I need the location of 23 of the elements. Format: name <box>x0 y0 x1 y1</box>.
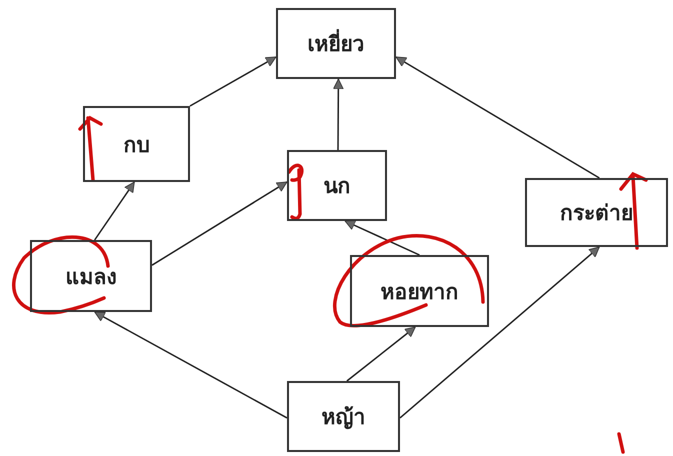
arrow <box>94 311 288 419</box>
arrow <box>332 78 344 150</box>
node-label: แมลง <box>66 264 116 290</box>
node-box <box>276 8 396 79</box>
node-label: กระต่าย <box>560 200 633 227</box>
node-label: กบ <box>124 132 150 158</box>
arrow <box>400 246 600 418</box>
arrow <box>190 56 276 107</box>
node-box <box>287 150 387 221</box>
node-box <box>30 240 152 312</box>
node-label: หญ้า <box>322 404 366 432</box>
node-label: หอยทาก <box>380 278 458 306</box>
node-label: เหยี่ยว <box>308 27 364 60</box>
arrow <box>152 181 288 266</box>
node-box <box>287 381 400 452</box>
node-box <box>83 106 190 182</box>
node-box <box>350 255 489 327</box>
arrow <box>344 220 420 256</box>
arrow <box>346 326 416 382</box>
arrow <box>94 182 135 240</box>
node-box <box>525 178 668 247</box>
node-label: นก <box>324 173 350 200</box>
arrow <box>396 56 600 179</box>
